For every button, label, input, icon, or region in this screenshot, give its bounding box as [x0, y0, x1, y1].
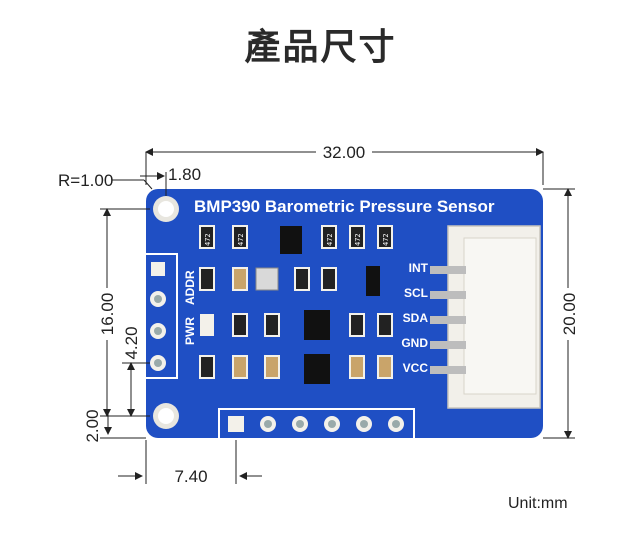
mounting-holes — [153, 196, 179, 429]
pin-label-scl: SCL — [404, 286, 428, 300]
resistor-code: 472 — [382, 233, 390, 246]
dim-bottom-offset: 2.00 — [83, 409, 102, 442]
dim-width: 32.00 — [323, 143, 366, 162]
components — [199, 225, 393, 384]
board-name: BMP390 Barometric Pressure Sensor — [194, 197, 495, 216]
connector — [430, 225, 541, 409]
unit-label: Unit:mm — [508, 495, 568, 512]
addr-label: ADDR — [183, 270, 197, 305]
dim-pin-offset-v: 4.20 — [122, 326, 141, 359]
pwr-label: PWR — [183, 317, 197, 345]
pin-label-sda: SDA — [403, 311, 429, 325]
dim-hole-offset: 1.80 — [168, 165, 201, 184]
pin-label-gnd: GND — [401, 336, 428, 350]
page-title: 產品尺寸 — [244, 27, 397, 68]
resistor-code: 472 — [354, 233, 362, 246]
bottom-pin-header — [218, 408, 415, 440]
pin-label-vcc: VCC — [403, 361, 429, 375]
resistor-code: 472 — [326, 233, 334, 246]
left-pin-header — [142, 253, 178, 379]
pin-label-int: INT — [409, 261, 429, 275]
resistor-code: 472 — [237, 233, 245, 246]
resistor-code: 472 — [204, 233, 212, 246]
dim-corner-radius: R=1.00 — [58, 171, 113, 190]
dim-pin-offset-h: 7.40 — [174, 467, 207, 486]
dim-hole-spacing: 16.00 — [98, 293, 117, 336]
dim-height: 20.00 — [560, 293, 579, 336]
